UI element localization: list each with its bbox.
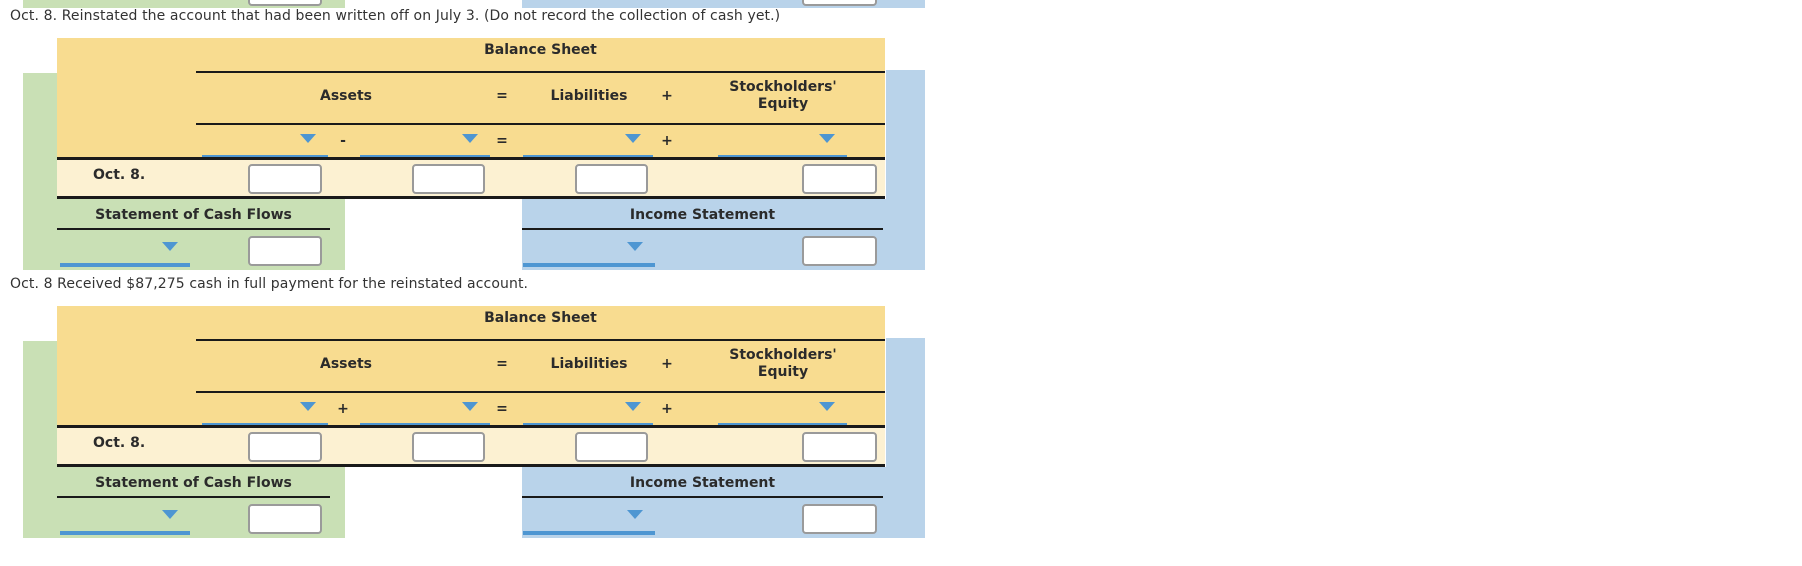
- liabilities-column-header: Liabilities: [550, 88, 628, 104]
- transaction-prompt: Oct. 8 Received $87,275 cash in full pay…: [10, 276, 529, 292]
- liabilities-column-header: Liabilities: [550, 356, 628, 372]
- assets-account-dropdown-2[interactable]: [360, 132, 490, 159]
- operator-1: -: [340, 133, 346, 149]
- divider-line: [196, 123, 885, 125]
- balance-sheet-title: Balance Sheet: [484, 310, 597, 326]
- transaction-section: Oct. 8. Reinstated the account that had …: [0, 0, 1802, 270]
- operator-3: +: [661, 401, 673, 417]
- income-color-strip: [886, 70, 925, 199]
- divider-line: [196, 391, 885, 393]
- assets-column-header: Assets: [319, 88, 373, 104]
- divider-line: [57, 425, 885, 428]
- divider-line: [57, 228, 330, 230]
- equity-account-dropdown[interactable]: [718, 400, 847, 427]
- divider-line: [57, 157, 885, 160]
- cash-flow-color-strip: [23, 73, 57, 199]
- cash-flow-amount-input[interactable]: [248, 504, 322, 534]
- cash-flow-panel-title: Statement of Cash Flows: [95, 475, 292, 491]
- chevron-down-icon: [627, 510, 643, 519]
- income-account-dropdown[interactable]: [523, 508, 655, 535]
- cash-flow-panel-title: Statement of Cash Flows: [95, 207, 292, 223]
- chevron-down-icon: [162, 242, 178, 251]
- chevron-down-icon: [462, 402, 478, 411]
- liabilities-account-dropdown[interactable]: [523, 400, 653, 427]
- assets-amount-input-1[interactable]: [248, 432, 322, 462]
- income-panel-title: Income Statement: [629, 207, 776, 223]
- operator-2: =: [496, 133, 508, 149]
- equals-sign: =: [496, 88, 508, 104]
- plus-sign: +: [661, 88, 673, 104]
- divider-line: [57, 196, 885, 199]
- divider-line: [196, 339, 885, 341]
- chevron-down-icon: [627, 242, 643, 251]
- income-amount-input[interactable]: [802, 236, 877, 266]
- chevron-down-icon: [300, 134, 316, 143]
- cash-flow-color-strip: [23, 341, 57, 467]
- equals-sign: =: [496, 356, 508, 372]
- previous-cash-flow-amount-input[interactable]: [248, 0, 322, 6]
- previous-table-remnant-cashflow: [23, 0, 345, 8]
- equity-amount-input[interactable]: [802, 432, 877, 462]
- equity-account-dropdown[interactable]: [718, 132, 847, 159]
- entry-date-label: Oct. 8.: [93, 167, 146, 183]
- chevron-down-icon: [625, 402, 641, 411]
- divider-line: [522, 228, 883, 230]
- operator-1: +: [337, 401, 349, 417]
- chevron-down-icon: [819, 402, 835, 411]
- dropdown-underline: [523, 263, 655, 267]
- assets-account-dropdown-2[interactable]: [360, 400, 490, 427]
- cash-flow-account-dropdown[interactable]: [60, 508, 190, 535]
- assets-amount-input-2[interactable]: [412, 164, 485, 194]
- assets-amount-input-2[interactable]: [412, 432, 485, 462]
- assets-amount-input-1[interactable]: [248, 164, 322, 194]
- operator-3: +: [661, 133, 673, 149]
- previous-table-remnant-income: [522, 0, 925, 8]
- divider-line: [57, 496, 330, 498]
- divider-line: [57, 464, 885, 467]
- divider-line: [522, 496, 883, 498]
- balance-sheet-title: Balance Sheet: [484, 42, 597, 58]
- chevron-down-icon: [819, 134, 835, 143]
- chevron-down-icon: [462, 134, 478, 143]
- income-panel-title: Income Statement: [629, 475, 776, 491]
- entry-date-label: Oct. 8.: [93, 435, 146, 451]
- liabilities-amount-input[interactable]: [575, 432, 648, 462]
- chevron-down-icon: [162, 510, 178, 519]
- stockholders-equity-column-header: Stockholders' Equity: [729, 79, 837, 112]
- income-amount-input[interactable]: [802, 504, 877, 534]
- stockholders-equity-column-header: Stockholders' Equity: [729, 347, 837, 380]
- equity-amount-input[interactable]: [802, 164, 877, 194]
- income-color-strip: [886, 338, 925, 467]
- income-account-dropdown[interactable]: [523, 240, 655, 267]
- dropdown-underline: [60, 531, 190, 535]
- divider-line: [196, 71, 885, 73]
- cash-flow-amount-input[interactable]: [248, 236, 322, 266]
- transaction-prompt: Oct. 8. Reinstated the account that had …: [10, 8, 781, 24]
- transaction-section: Oct. 8 Received $87,275 cash in full pay…: [0, 268, 1802, 538]
- assets-account-dropdown-1[interactable]: [202, 400, 328, 427]
- previous-income-amount-input[interactable]: [802, 0, 877, 6]
- plus-sign: +: [661, 356, 673, 372]
- cash-flow-account-dropdown[interactable]: [60, 240, 190, 267]
- liabilities-amount-input[interactable]: [575, 164, 648, 194]
- chevron-down-icon: [625, 134, 641, 143]
- dropdown-underline: [60, 263, 190, 267]
- assets-column-header: Assets: [319, 356, 373, 372]
- liabilities-account-dropdown[interactable]: [523, 132, 653, 159]
- chevron-down-icon: [300, 402, 316, 411]
- assets-account-dropdown-1[interactable]: [202, 132, 328, 159]
- operator-2: =: [496, 401, 508, 417]
- dropdown-underline: [523, 531, 655, 535]
